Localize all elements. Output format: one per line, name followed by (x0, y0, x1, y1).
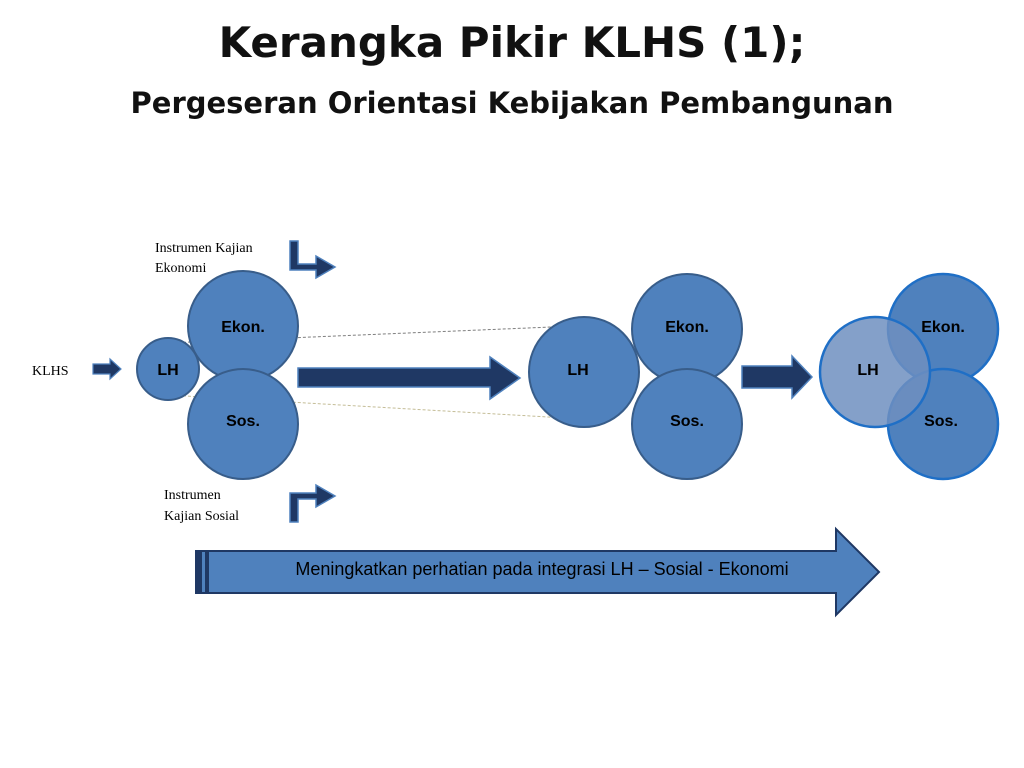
instrumen-sosial-label-line2: Kajian Sosial (164, 509, 239, 524)
banner-arrow-shape (195, 526, 881, 618)
stage-3: Ekon. Sos. LH (818, 272, 1000, 481)
stage-1-sos-circle (187, 368, 299, 480)
stage-1-lh-label: LH (157, 362, 178, 379)
transition-arrow-1-icon (297, 355, 522, 401)
stage-3-sos-label: Sos. (924, 413, 958, 430)
stage-1: Ekon. Sos. LH (136, 270, 299, 480)
klhs-arrow-icon (92, 357, 122, 381)
slide-title: Kerangka Pikir KLHS (1); (218, 18, 806, 67)
banner-text: Meningkatkan perhatian pada integrasi LH… (295, 559, 788, 579)
stage-1-lh-circle (136, 337, 200, 401)
stage-3-lh-label: LH (857, 362, 878, 379)
slide-subtitle: Pergeseran Orientasi Kebijakan Pembangun… (130, 86, 894, 120)
stage-2-sos-label: Sos. (670, 413, 704, 430)
integration-banner: Meningkatkan perhatian pada integrasi LH… (195, 526, 881, 618)
bent-arrow-sosial-icon (289, 483, 337, 523)
klhs-label: KLHS (32, 364, 69, 379)
stage-2-sos-circle (631, 368, 743, 480)
stage-3-lh-circle (818, 315, 932, 429)
instrumen-ekonomi-label-line2: Ekonomi (155, 261, 206, 276)
stage-1-sos-label: Sos. (226, 413, 260, 430)
stage-3-ekon-label: Ekon. (921, 319, 965, 336)
instrumen-sosial-label-line1: Instrumen (164, 488, 221, 503)
instrumen-ekonomi-label-line1: Instrumen Kajian (155, 241, 253, 256)
stage-2-lh-circle (528, 316, 640, 428)
banner-stripe-1 (196, 551, 202, 593)
stage-2: Ekon. Sos. LH (528, 273, 743, 480)
banner-stripe-2 (205, 551, 209, 593)
stage-2-lh-label: LH (567, 362, 588, 379)
stage-2-ekon-label: Ekon. (665, 319, 709, 336)
stage-1-ekon-label: Ekon. (221, 319, 265, 336)
bent-arrow-ekonomi-icon (289, 240, 337, 280)
transition-arrow-2-icon (741, 354, 814, 400)
